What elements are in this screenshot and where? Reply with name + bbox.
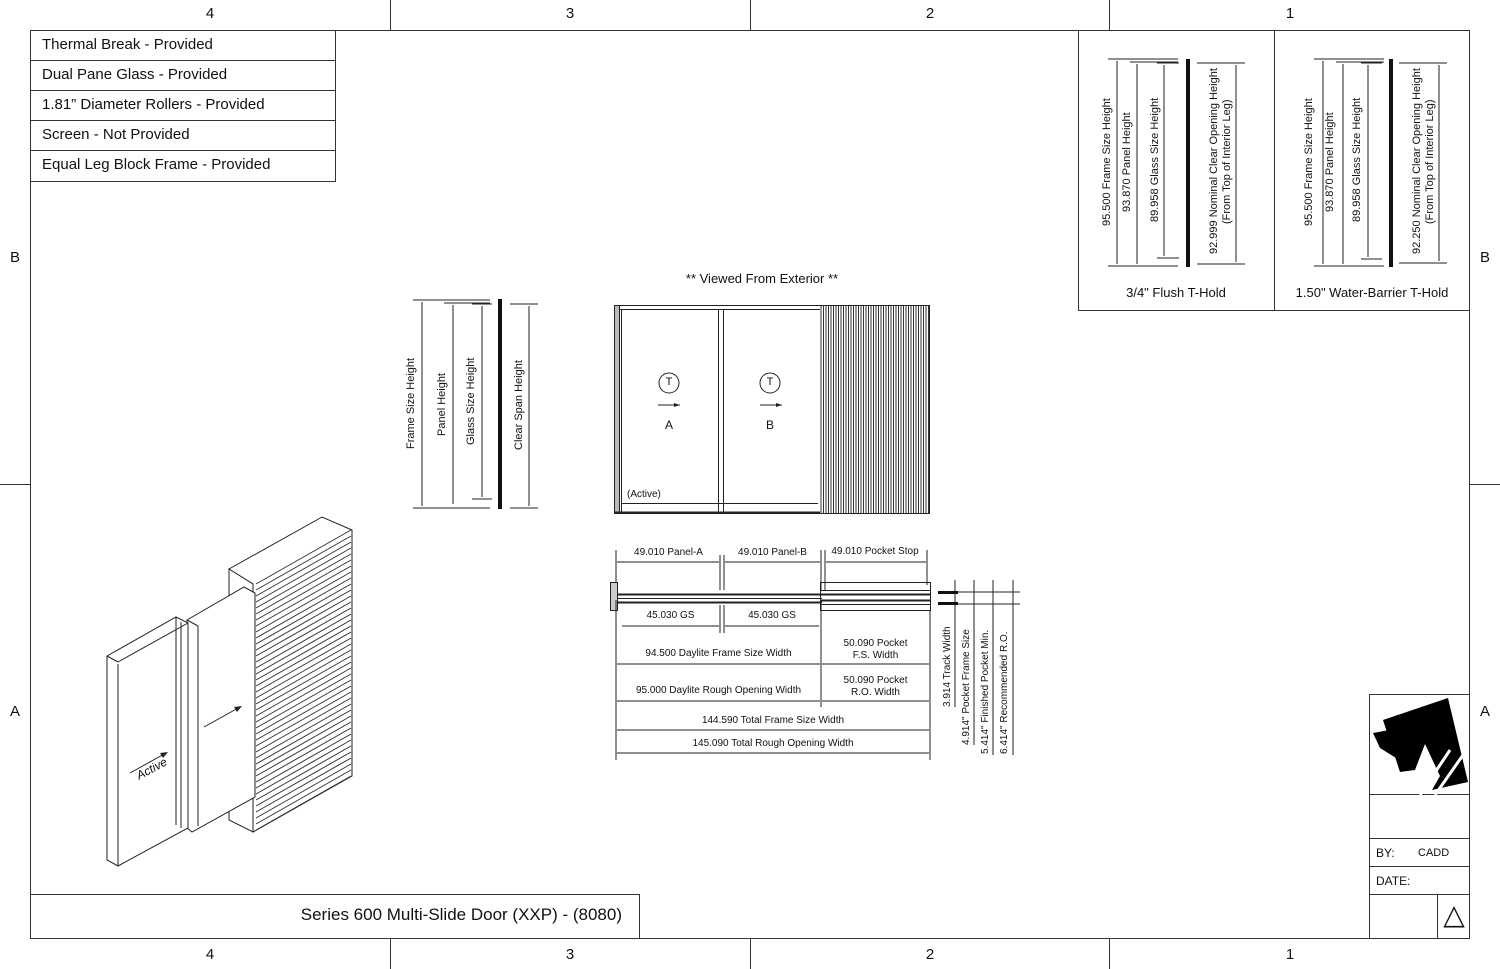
zone-row-a-left: A — [9, 703, 20, 720]
spec-table: Thermal Break - Provided Dual Pane Glass… — [31, 31, 336, 182]
sill2-clear-opening: 92.250 Nominal Clear Opening Height — [1411, 68, 1423, 254]
zone-col-2-bottom: 2 — [925, 946, 935, 963]
spec-row-block-frame: Equal Leg Block Frame - Provided — [42, 156, 271, 173]
spec-row-screen: Screen - Not Provided — [31, 121, 335, 151]
dim-panel-a: 49.010 Panel-A — [634, 547, 703, 558]
by-label: BY: — [1376, 846, 1395, 860]
dim-total-ro: 145.090 Total Rough Opening Width — [692, 738, 854, 749]
zone-col-3-top: 3 — [565, 5, 575, 22]
dim-total-fs: 144.590 Total Frame Size Width — [701, 715, 845, 726]
zone-col-4-top: 4 — [205, 5, 215, 22]
dim-daylite-fs: 94.500 Daylite Frame Size Width — [645, 648, 792, 659]
sill1-glass-height: 89.958 Glass Size Height — [1149, 97, 1161, 222]
zone-row-a-right: A — [1479, 703, 1490, 720]
panel-a-type-symbol: T — [665, 376, 673, 388]
sill1-caption: 3/4" Flush T-Hold — [1126, 285, 1226, 300]
dim-pocket-fs-line2: F.S. Width — [852, 650, 899, 661]
dim-recommended-ro: 6.414" Recommended R.O. — [999, 631, 1010, 755]
dim-daylite-ro: 95.000 Daylite Rough Opening Width — [635, 685, 802, 696]
sill2-caption: 1.50" Water-Barrier T-Hold — [1295, 285, 1449, 300]
dim-pocket-frame-size: 4.914" Pocket Frame Size — [961, 629, 972, 745]
sill2-panel-height: 93.870 Panel Height — [1324, 112, 1336, 212]
dim-panel-b: 49.010 Panel-B — [738, 547, 807, 558]
sill2-frame-height: 95.500 Frame Size Height — [1303, 98, 1315, 226]
by-value: CADD — [1418, 847, 1450, 859]
legend-frame-height: Frame Size Height — [405, 357, 417, 449]
dim-finished-pocket: 5.414" Finished Pocket Min. — [980, 629, 991, 754]
zone-row-b-right: B — [1479, 249, 1490, 266]
dim-pocket-fs-line1: 50.090 Pocket — [843, 638, 908, 649]
sill2-clear-note: (From Top of Interior Leg) — [1424, 99, 1436, 224]
dim-pocket-ro: 50.090 Pocket R.O. Width — [822, 675, 929, 699]
spec-row-rollers: 1.81” Diameter Rollers - Provided — [31, 91, 335, 121]
panel-a-active-note: (Active) — [627, 489, 661, 500]
dim-pocket-stop: 49.010 Pocket Stop — [831, 546, 919, 557]
dim-gs-a: 45.030 GS — [646, 610, 695, 621]
zone-col-3-bottom: 3 — [565, 946, 575, 963]
sill1-clear-note: (From Top of Interior Leg) — [1221, 99, 1233, 224]
sill1-clear-opening: 92.999 Nominal Clear Opening Height — [1208, 68, 1220, 254]
drawing-title-box: Series 600 Multi-Slide Door (XXP) - (808… — [31, 894, 640, 938]
elevation-title: ** Viewed From Exterior ** — [685, 271, 839, 286]
drawing-title: Series 600 Multi-Slide Door (XXP) - (808… — [300, 905, 622, 924]
date-label: DATE: — [1376, 874, 1411, 888]
sill1-panel-height: 93.870 Panel Height — [1121, 112, 1133, 212]
dim-gs-b: 45.030 GS — [748, 610, 796, 621]
panel-b-label: B — [765, 418, 774, 432]
dim-pocket-ro-line2: R.O. Width — [851, 687, 900, 698]
sill1-frame-height: 95.500 Frame Size Height — [1101, 98, 1113, 226]
zone-col-1-bottom: 1 — [1285, 946, 1295, 963]
zone-col-2-top: 2 — [925, 5, 935, 22]
legend-panel-height: Panel Height — [436, 373, 448, 436]
company-logo — [1373, 698, 1468, 790]
panel-a-label: A — [664, 418, 673, 432]
dim-track-width: 3.914 Track Width — [942, 626, 953, 707]
legend-glass-height: Glass Size Height — [465, 357, 477, 445]
revision-triangle-icon: △ — [1443, 899, 1465, 930]
dim-pocket-ro-line1: 50.090 Pocket — [843, 675, 908, 686]
dim-pocket-fs: 50.090 Pocket F.S. Width — [822, 638, 929, 662]
spec-row-dual-pane: Dual Pane Glass - Provided — [31, 61, 335, 91]
sill2-glass-height: 89.958 Glass Size Height — [1351, 97, 1363, 222]
panel-b-type-symbol: T — [766, 376, 774, 388]
spec-row-thermal-break: Thermal Break - Provided — [31, 31, 335, 61]
zone-col-4-bottom: 4 — [205, 946, 215, 963]
legend-clear-span: Clear Span Height — [513, 360, 525, 450]
zone-row-b-left: B — [9, 249, 20, 266]
zone-col-1-top: 1 — [1285, 5, 1295, 22]
